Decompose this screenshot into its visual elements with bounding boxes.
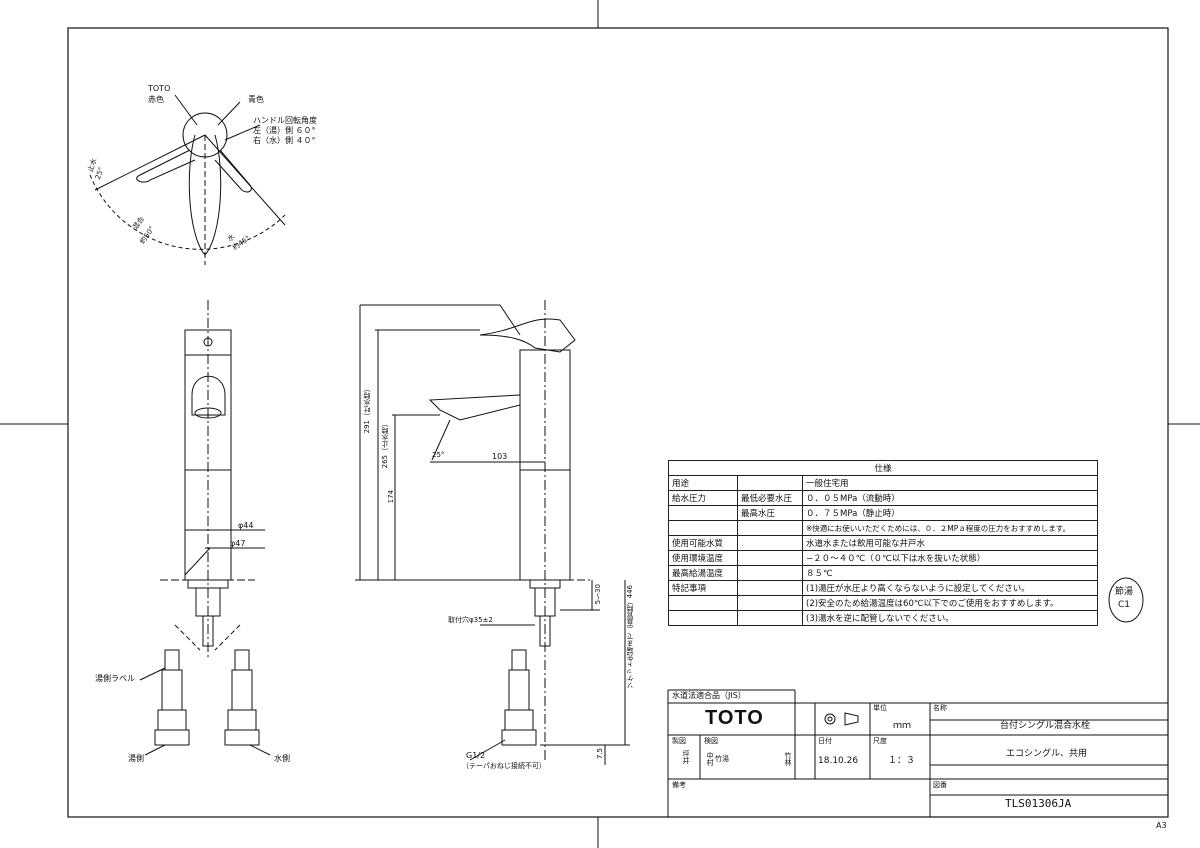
spec-cell: ８５℃ xyxy=(802,565,1098,581)
spec-row: 使用可能水質 水道水または飲用可能な井戸水 xyxy=(668,535,1098,551)
unit-value: ｍｍ xyxy=(893,721,912,731)
handle-left-angle: 左（湯）側 ６０° xyxy=(253,126,316,135)
setsuyu-stamp xyxy=(1108,577,1144,623)
spec-cell: 最低必要水圧 xyxy=(737,490,803,506)
spec-row: (3)湯水を逆に配管しないでください。 xyxy=(668,610,1098,626)
dim-174: 174 xyxy=(387,490,395,504)
spec-cell: (2)安全のため給湯温度は60℃以下でのご使用をおすすめします。 xyxy=(802,595,1098,611)
handle-angle-title: ハンドル回転角度 xyxy=(253,116,317,125)
toto-label: TOTO xyxy=(148,84,171,93)
spec-cell: 特記事項 xyxy=(668,580,738,596)
spec-cell: 使用環境温度 xyxy=(668,550,738,566)
spec-row: (2)安全のため給湯温度は60℃以下でのご使用をおすすめします。 xyxy=(668,595,1098,611)
spec-cell: 用途 xyxy=(668,475,738,491)
spec-cell xyxy=(737,535,803,551)
stamp-line2: C1 xyxy=(1118,600,1131,610)
date-label: 日付 xyxy=(818,737,832,745)
handle-right-angle: 右（水）側 ４０° xyxy=(253,136,316,145)
angle-25: 25° xyxy=(432,451,445,459)
hot-side-label: 湯側 xyxy=(128,754,144,763)
name-value: 台付シングル混合水栓 xyxy=(1000,721,1091,731)
spec-cell xyxy=(737,475,803,491)
drawing-number-label: 図番 xyxy=(933,781,947,789)
date-value: 18.10.26 xyxy=(818,756,859,766)
spec-cell xyxy=(737,520,803,536)
spec-cell xyxy=(737,565,803,581)
spec-cell xyxy=(668,520,738,536)
spec-cell xyxy=(737,550,803,566)
dim-446: ソケット先端まで（直管時）446 xyxy=(626,585,634,690)
spec-cell: −２０〜４０℃（０℃以下は水を抜いた状態） xyxy=(802,550,1098,566)
unit-label: 単位 xyxy=(873,704,887,712)
spec-row: ※快適にお使いいただくためには、０．２MPａ程度の圧力をおすすめします。 xyxy=(668,520,1098,536)
dim-291: 291（吐水時） xyxy=(363,385,371,434)
top-view xyxy=(89,94,286,265)
jis-label: 水道法適合品（JIS） xyxy=(672,691,746,700)
spec-title: 仕様 xyxy=(668,460,1098,476)
spec-row: 使用環境温度 −２０〜４０℃（０℃以下は水を抜いた状態） xyxy=(668,550,1098,566)
remark-label: 備考 xyxy=(672,781,686,789)
dim-5-30: 5〜30 xyxy=(594,584,602,605)
spec-cell xyxy=(737,610,803,626)
hot-side-label-tag: 湯側ラベル xyxy=(95,674,135,683)
stamp-line1: 節湯 xyxy=(1115,587,1134,597)
toto-logo: TOTO xyxy=(705,707,764,729)
dim-265: 265（止水時） xyxy=(381,420,389,469)
spec-cell xyxy=(737,580,803,596)
scale-value: １：３ xyxy=(888,756,916,766)
spec-cell: 水道水または飲用可能な井戸水 xyxy=(802,535,1098,551)
sheet-size: A3 xyxy=(1156,821,1167,830)
sub-value: エコシングル、共用 xyxy=(1006,749,1088,759)
check-value-1: 中村 xyxy=(706,752,714,766)
side-view xyxy=(355,300,630,765)
front-view xyxy=(139,300,271,756)
g12-label: G1/2 xyxy=(466,751,486,760)
spec-cell: (1)湯圧が水圧より高くならないように設定してください。 xyxy=(802,580,1098,596)
mount-hole-label: 取付穴φ35±2 xyxy=(448,616,493,624)
spec-cell: 最高水圧 xyxy=(737,505,803,521)
check-value-3: 竹林 xyxy=(784,752,792,766)
blue-color-label: 青色 xyxy=(248,95,264,104)
red-color-label: 赤色 xyxy=(148,95,164,104)
water-side-label: 水側 xyxy=(274,754,290,763)
dim-103: 103 xyxy=(492,452,508,461)
spec-cell xyxy=(668,505,738,521)
spec-cell: ０．７５MPa（静止時） xyxy=(802,505,1098,521)
drawn-label: 製図 xyxy=(672,737,686,745)
spec-cell: 一般住宅用 xyxy=(802,475,1098,491)
spec-cell: 使用可能水質 xyxy=(668,535,738,551)
spec-cell xyxy=(668,595,738,611)
spec-row: 特記事項 (1)湯圧が水圧より高くならないように設定してください。 xyxy=(668,580,1098,596)
check-value-2: 竹湯 xyxy=(715,755,729,763)
spec-cell: 最高給湯温度 xyxy=(668,565,738,581)
scale-label: 尺度 xyxy=(873,737,887,745)
spec-cell: (3)湯水を逆に配管しないでください。 xyxy=(802,610,1098,626)
name-label: 名称 xyxy=(933,704,947,712)
spec-cell: ０．０５MPa（流動時） xyxy=(802,490,1098,506)
dia-47-label: φ47 xyxy=(230,539,246,548)
spec-cell: ※快適にお使いいただくためには、０．２MPａ程度の圧力をおすすめします。 xyxy=(802,520,1098,536)
dia-44-label: φ44 xyxy=(238,521,254,530)
dim-7-5: 7.5 xyxy=(596,748,604,760)
taper-note: （テーパおねじ接続不可） xyxy=(462,762,546,770)
spec-row: 用途 一般住宅用 xyxy=(668,475,1098,491)
outer-frame xyxy=(67,27,1169,818)
check-label: 検図 xyxy=(704,737,718,745)
spec-cell xyxy=(737,595,803,611)
drawing-number: TLS01306JA xyxy=(1005,797,1072,810)
spec-row: 最高給湯温度 ８５℃ xyxy=(668,565,1098,581)
drawn-value: 坪井 xyxy=(682,750,690,764)
spec-cell: 給水圧力 xyxy=(668,490,738,506)
spec-cell xyxy=(668,610,738,626)
